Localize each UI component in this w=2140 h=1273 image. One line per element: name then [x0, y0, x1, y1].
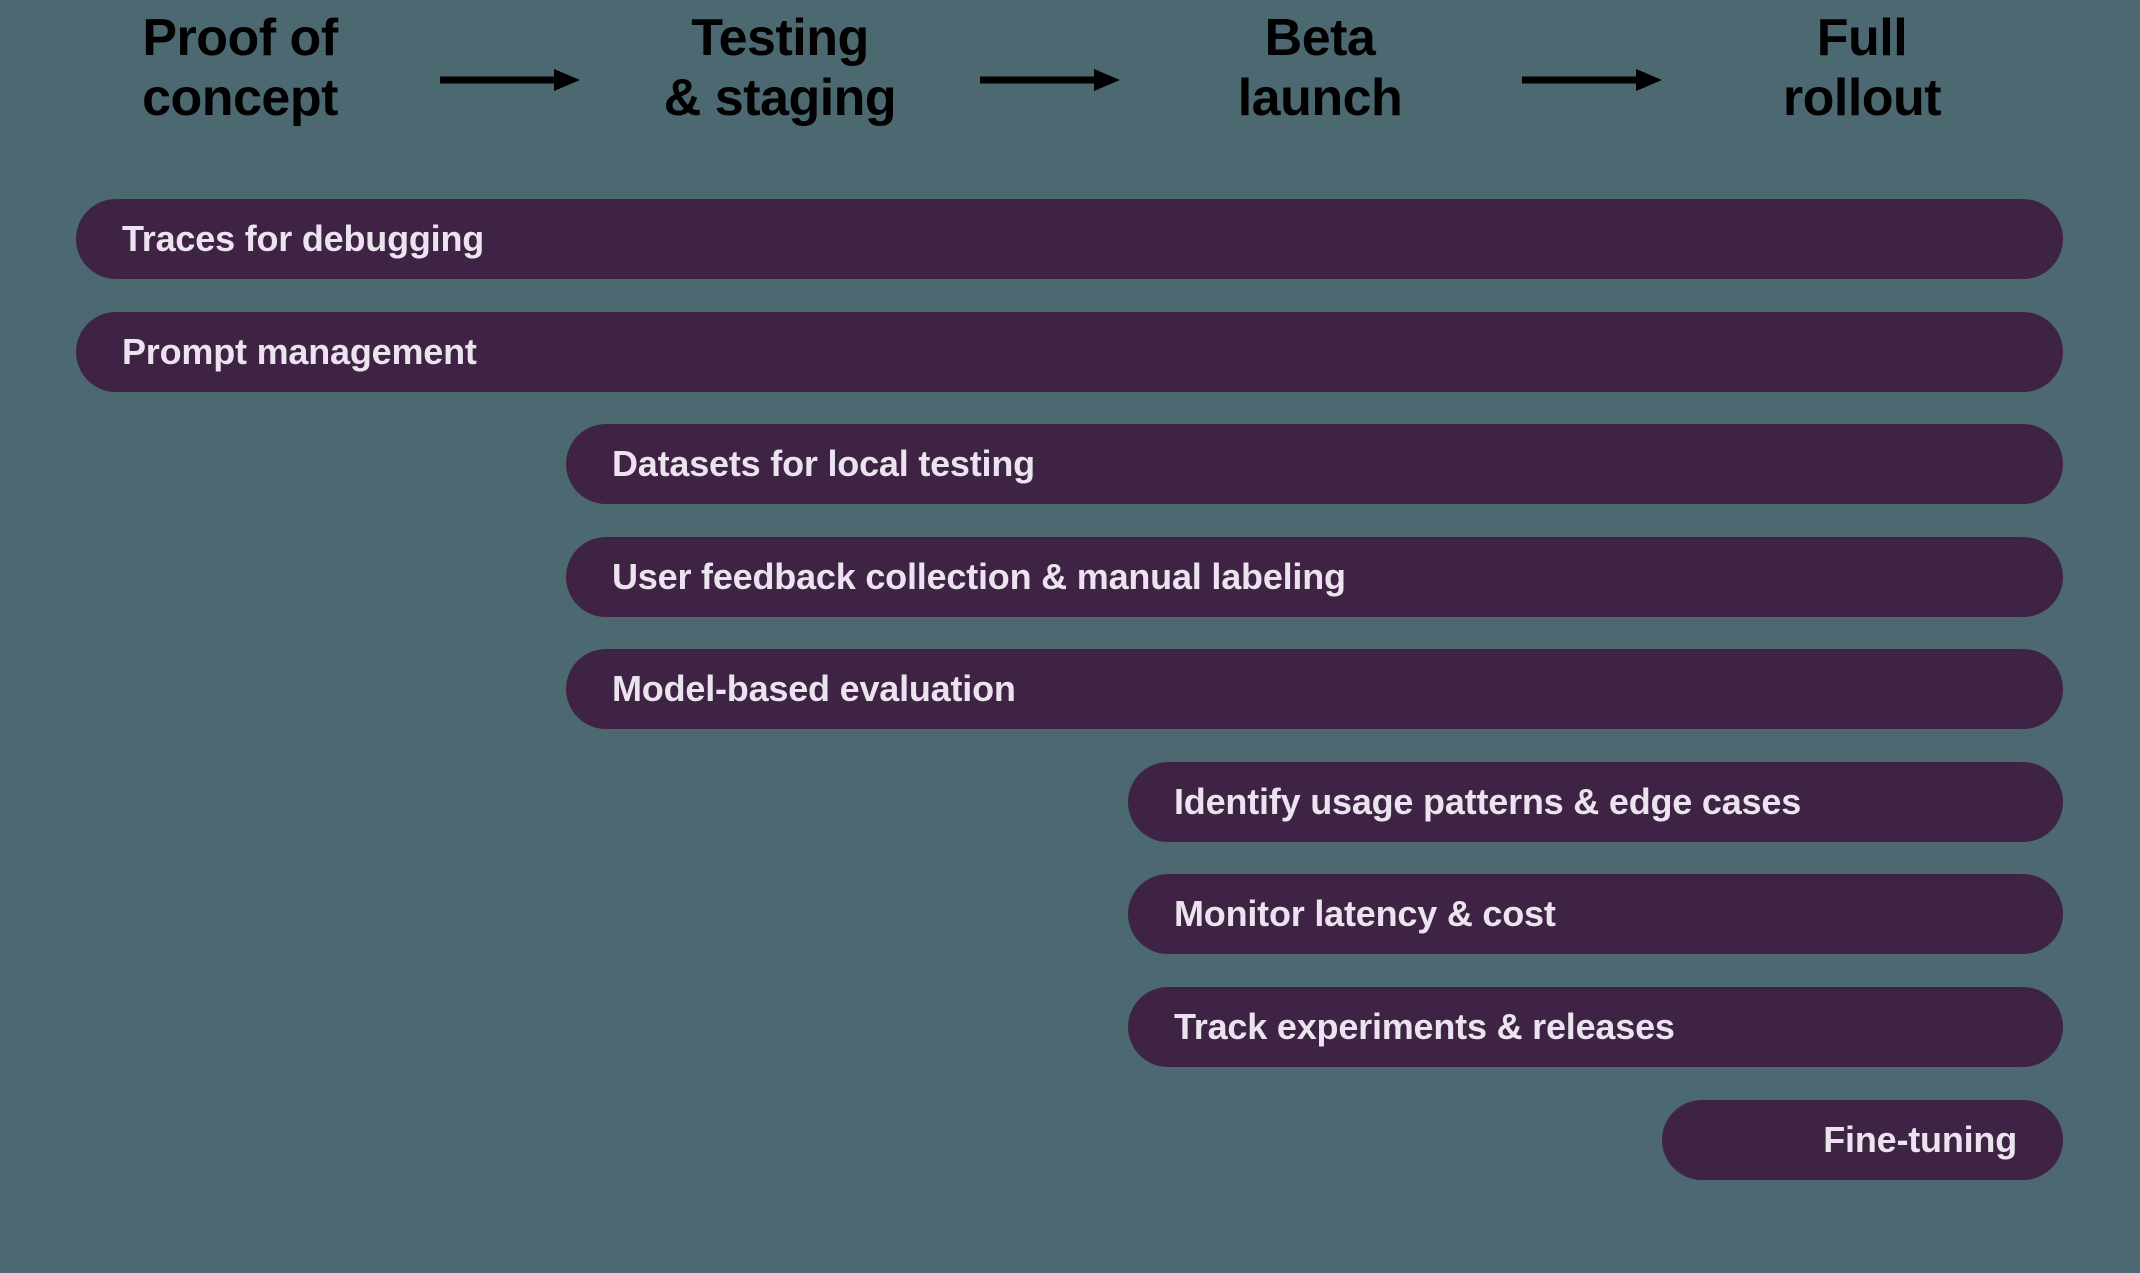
- arrow-beta-to-rollout-icon: [1522, 68, 1662, 92]
- stage-line-2: launch: [1237, 69, 1403, 128]
- stage-label-testing-and-staging: Testing & staging: [630, 8, 930, 129]
- timeline-bar-label: Model-based evaluation: [612, 668, 1016, 709]
- timeline-bar-model-based-evaluation[interactable]: Model-based evaluation: [566, 649, 2063, 729]
- timeline-bar-track-experiments-and-releases[interactable]: Track experiments & releases: [1128, 987, 2063, 1067]
- timeline-bar-identify-usage-patterns[interactable]: Identify usage patterns & edge cases: [1128, 762, 2063, 842]
- timeline-bar-traces-for-debugging[interactable]: Traces for debugging: [76, 199, 2063, 279]
- stage-line-1: Testing: [691, 9, 869, 67]
- stage-line-2: concept: [142, 69, 338, 128]
- timeline-bar-label: Track experiments & releases: [1174, 1006, 1675, 1047]
- timeline-bar-label: Prompt management: [122, 331, 477, 372]
- timeline-bar-label: Datasets for local testing: [612, 443, 1035, 484]
- arrow-poc-to-testing-icon: [440, 68, 580, 92]
- timeline-bar-fine-tuning[interactable]: Fine-tuning: [1662, 1100, 2063, 1180]
- stage-label-beta-launch: Beta launch: [1170, 8, 1470, 129]
- timeline-bar-prompt-management[interactable]: Prompt management: [76, 312, 2063, 392]
- timeline-bar-label: Identify usage patterns & edge cases: [1174, 781, 1802, 822]
- timeline-bar-label: User feedback collection & manual labeli…: [612, 556, 1346, 597]
- timeline-bar-datasets-for-local-testing[interactable]: Datasets for local testing: [566, 424, 2063, 504]
- stage-line-1: Beta: [1264, 9, 1376, 67]
- timeline-bar-user-feedback-collection[interactable]: User feedback collection & manual labeli…: [566, 537, 2063, 617]
- stage-label-proof-of-concept: Proof of concept: [90, 8, 390, 129]
- stage-header-row: Proof of concept Testing & staging Beta …: [0, 0, 2140, 150]
- timeline-bar-label: Monitor latency & cost: [1174, 893, 1556, 934]
- timeline-bar-label: Traces for debugging: [122, 218, 485, 259]
- timeline-bar-label: Fine-tuning: [1823, 1119, 2017, 1160]
- timeline-bar-monitor-latency-and-cost[interactable]: Monitor latency & cost: [1128, 874, 2063, 954]
- stage-line-1: Full: [1816, 9, 1908, 67]
- arrow-testing-to-beta-icon: [980, 68, 1120, 92]
- stage-label-full-rollout: Full rollout: [1712, 8, 2012, 129]
- stage-line-2: & staging: [663, 69, 897, 128]
- stage-line-1: Proof of: [142, 9, 338, 67]
- stage-line-2: rollout: [1782, 69, 1942, 128]
